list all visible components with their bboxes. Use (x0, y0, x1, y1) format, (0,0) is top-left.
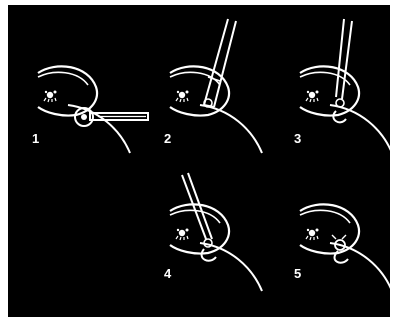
step-label-3: 3 (294, 132, 301, 145)
step-label-4: 4 (164, 267, 171, 280)
step-label-2: 2 (164, 132, 171, 145)
procedure-drawing (8, 5, 390, 317)
step-1-drawing (38, 66, 148, 153)
step-label-1: 1 (32, 132, 39, 145)
step-4-drawing (170, 173, 262, 291)
step-5-drawing (300, 204, 390, 291)
step-2-drawing (170, 19, 262, 153)
step-label-5: 5 (294, 267, 301, 280)
illustration-panel: 1 2 3 4 5 (8, 5, 390, 317)
step-3-drawing (300, 19, 390, 153)
